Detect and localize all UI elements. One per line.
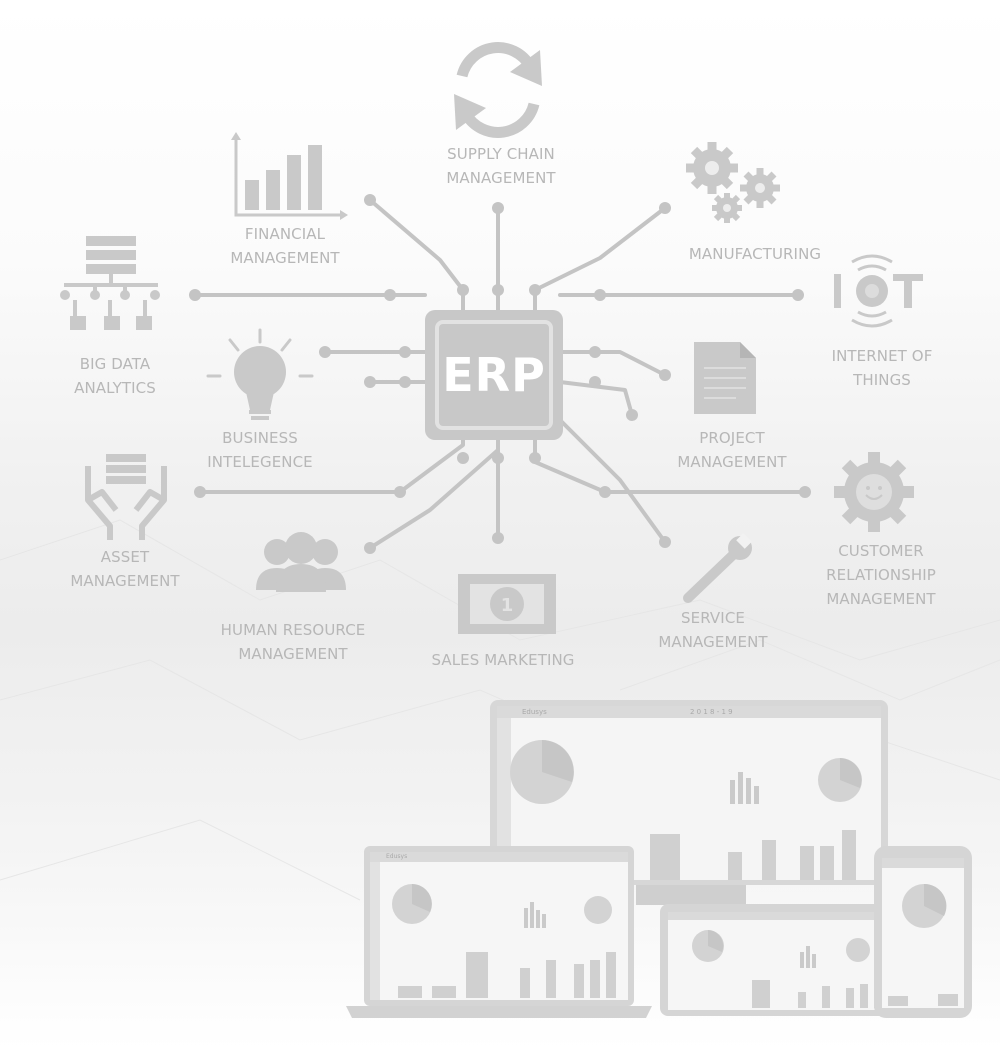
label-supply-chain: SUPPLY CHAIN MANAGEMENT [426, 142, 576, 190]
money-icon: 1 [458, 574, 556, 634]
label-line: MANAGEMENT [826, 590, 936, 608]
label-line: BUSINESS [222, 429, 298, 447]
gears-icon [686, 142, 780, 223]
label-line: MANAGEMENT [446, 169, 556, 187]
label-line: FINANCIAL [244, 225, 326, 243]
label-line: MANUFACTURING [688, 245, 822, 263]
label-line: SALES MARKETING [431, 651, 575, 669]
label-line: ANALYTICS [74, 379, 156, 397]
iot-icon [834, 254, 923, 328]
label-line: MANAGEMENT [677, 453, 787, 471]
monitor [490, 700, 888, 905]
erp-center-label: ERP [442, 348, 546, 402]
label-asset: ASSET MANAGEMENT [55, 545, 195, 593]
label-human-resource: HUMAN RESOURCE MANAGEMENT [205, 618, 381, 666]
tablet [660, 904, 896, 1016]
label-financial: FINANCIAL MANAGEMENT [210, 222, 360, 270]
label-manufacturing: MANUFACTURING [675, 242, 835, 266]
refresh-icon [454, 42, 542, 138]
label-line: RELATIONSHIP [826, 566, 936, 584]
people-icon [256, 532, 346, 592]
label-sales-marketing: SALES MARKETING [418, 648, 588, 672]
label-line: SERVICE [681, 609, 745, 627]
label-line: THINGS [853, 371, 911, 389]
label-crm: CUSTOMER RELATIONSHIP MANAGEMENT [806, 539, 956, 611]
monitor-toolbar-text: 2 0 1 8 - 1 9 [690, 708, 733, 716]
laptop [346, 846, 652, 1018]
label-line: MANAGEMENT [658, 633, 768, 651]
monitor-app-name: Edusys [522, 708, 547, 716]
smiley-gear-icon [834, 452, 914, 532]
erp-chip [425, 310, 563, 440]
document-icon [694, 342, 756, 414]
label-line: PROJECT [699, 429, 765, 447]
database-network-icon [60, 236, 160, 330]
label-line: INTELEGENCE [207, 453, 313, 471]
label-project: PROJECT MANAGEMENT [660, 426, 804, 474]
svg-text:1: 1 [501, 595, 514, 616]
label-line: SUPPLY CHAIN [447, 145, 555, 163]
device-mockups [346, 700, 972, 1018]
lightbulb-icon [206, 328, 314, 420]
label-line: INTERNET OF [831, 347, 933, 365]
label-iot: INTERNET OF THINGS [812, 344, 952, 392]
label-big-data: BIG DATA ANALYTICS [55, 352, 175, 400]
label-line: MANAGEMENT [238, 645, 348, 663]
laptop-app-name: Edusys [386, 853, 408, 860]
label-service: SERVICE MANAGEMENT [643, 606, 783, 654]
label-line: HUMAN RESOURCE [220, 621, 366, 639]
hands-database-icon [85, 454, 167, 540]
wrench-icon [683, 533, 752, 603]
label-line: CUSTOMER [838, 542, 924, 560]
label-business-intelligence: BUSINESS INTELEGENCE [190, 426, 330, 474]
label-line: MANAGEMENT [70, 572, 180, 590]
label-line: BIG DATA [79, 355, 151, 373]
phone [874, 846, 972, 1018]
label-line: ASSET [100, 548, 150, 566]
label-line: MANAGEMENT [230, 249, 340, 267]
circuit-nodes [189, 194, 811, 554]
bar-chart-icon [231, 132, 348, 220]
